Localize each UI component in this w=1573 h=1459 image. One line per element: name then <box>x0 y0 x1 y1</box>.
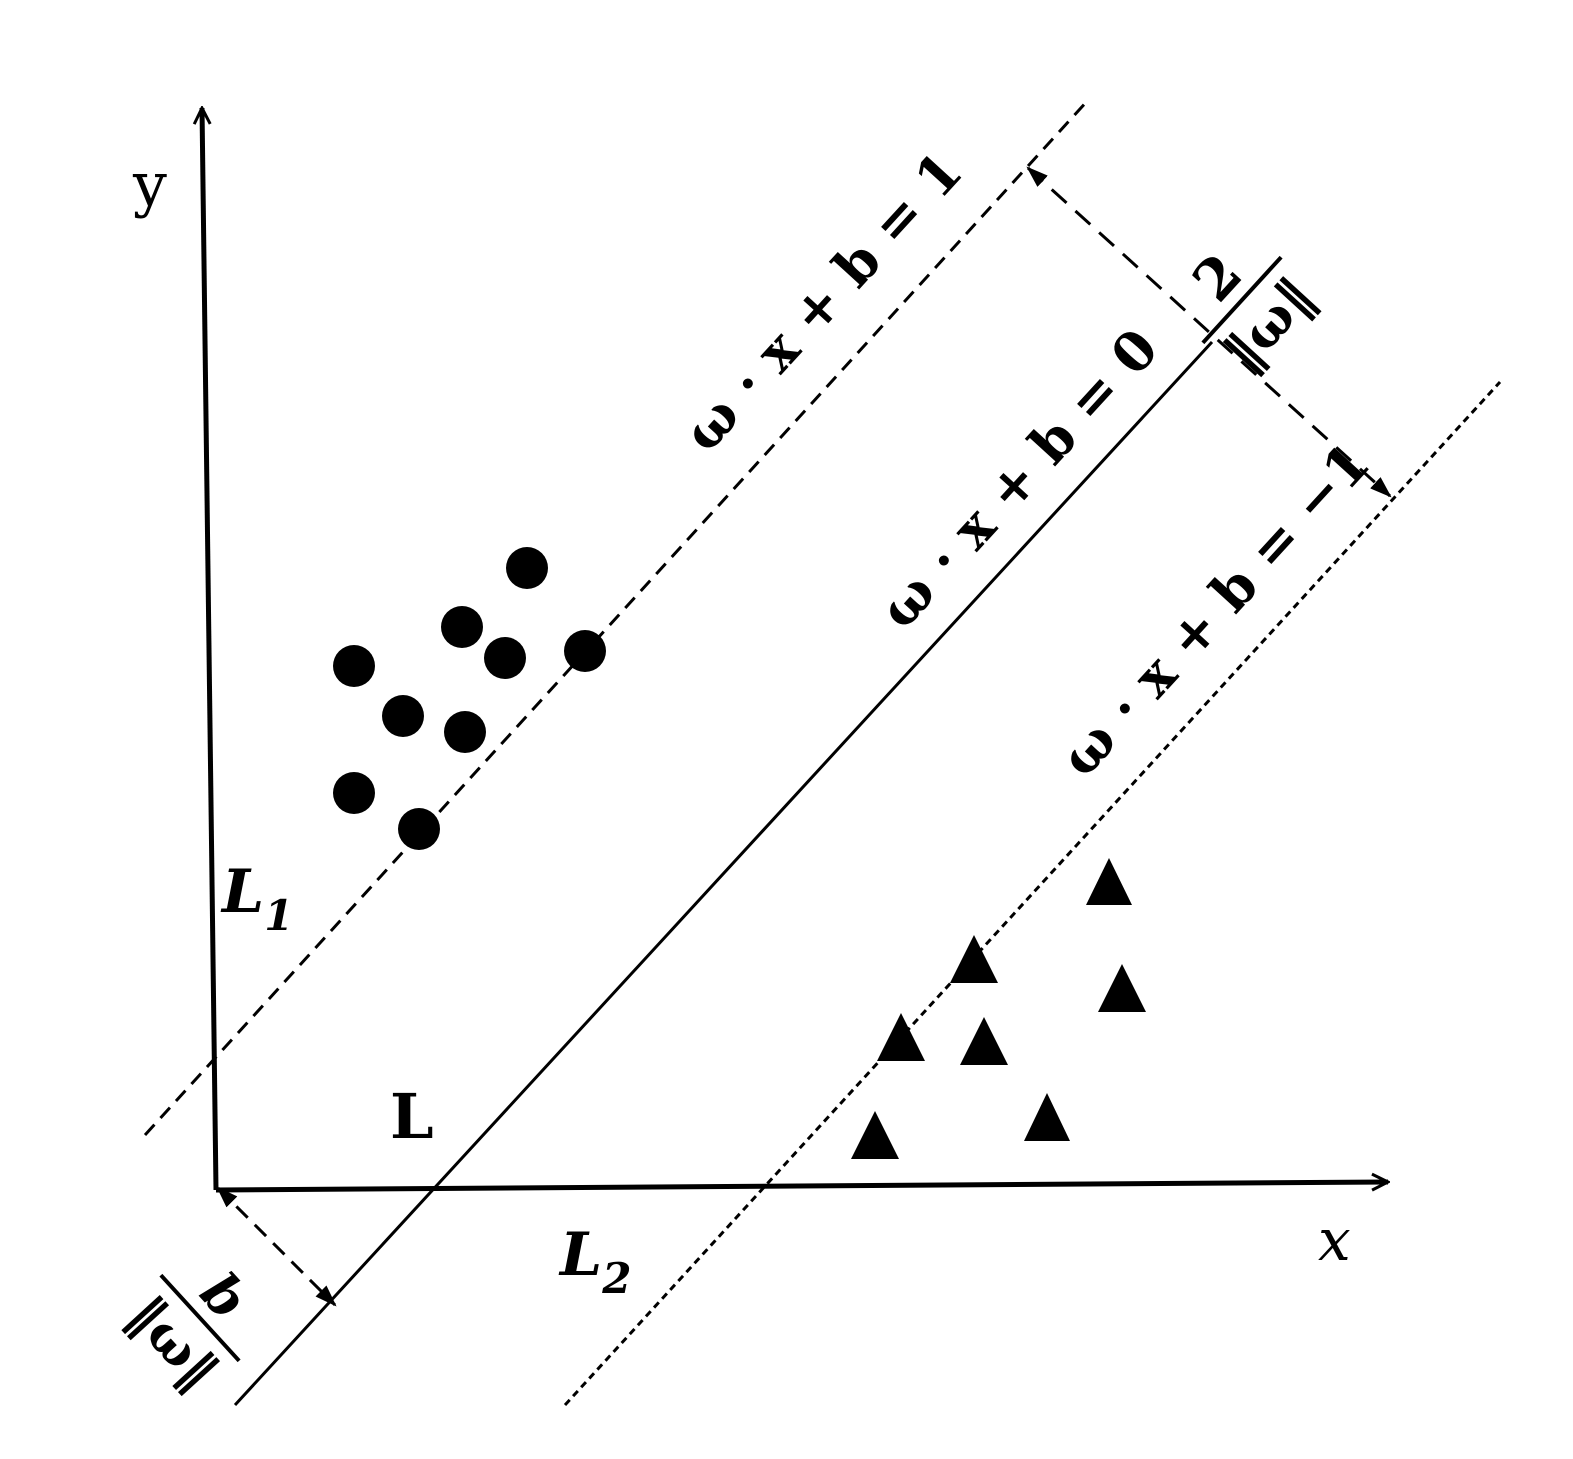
label-L2: L2 <box>558 1220 631 1303</box>
label-L1: L1 <box>220 857 293 940</box>
margin-width-numerator: 2 <box>1180 241 1255 314</box>
label-L: L <box>390 1080 434 1153</box>
label-L2-sub: 2 <box>601 1254 631 1303</box>
circle-point <box>382 695 424 737</box>
triangle-point <box>1086 858 1132 905</box>
circle-point <box>333 772 375 814</box>
circle-point <box>484 637 526 679</box>
triangle-point <box>851 1111 899 1159</box>
class-circles <box>333 547 606 850</box>
offset-fraction-bar <box>159 1273 241 1363</box>
x-axis-label: x <box>1318 1206 1351 1274</box>
margin-width-fraction: 2 ‖ω‖ <box>1180 241 1326 383</box>
y-axis <box>202 108 219 1191</box>
class-triangles <box>851 858 1146 1159</box>
label-L1-main: L <box>220 857 264 927</box>
label-L2-main: L <box>558 1220 602 1290</box>
lower-margin-line <box>563 380 1502 1407</box>
upper-margin-label: ω · x + b = 1 <box>670 139 974 464</box>
offset-numerator: b <box>188 1260 261 1331</box>
triangle-point <box>960 1017 1008 1065</box>
circle-point <box>398 808 440 850</box>
circle-point <box>506 547 548 589</box>
triangle-point <box>950 935 998 983</box>
upper-margin-line <box>143 96 1092 1137</box>
hyperplane-label: ω · x + b = 0 <box>866 316 1170 641</box>
circle-point <box>444 711 486 753</box>
x-axis <box>215 1182 1388 1193</box>
circle-point <box>333 645 375 687</box>
lower-margin-label: ω · x + b = −1 <box>1047 431 1382 789</box>
triangle-point <box>877 1013 925 1061</box>
circle-point <box>564 630 606 672</box>
y-axis-label: y <box>132 150 167 220</box>
margin-width-arrow <box>1026 166 1392 498</box>
margin-width-fraction-bar <box>1201 255 1283 345</box>
offset-fraction: b ‖ω‖ <box>116 1260 261 1400</box>
triangle-point <box>1024 1093 1070 1141</box>
circle-point <box>441 606 483 648</box>
label-L1-sub: 1 <box>264 891 293 940</box>
offset-arrow <box>216 1186 337 1307</box>
triangle-point <box>1098 964 1146 1012</box>
hyperplane-line <box>233 340 1214 1407</box>
